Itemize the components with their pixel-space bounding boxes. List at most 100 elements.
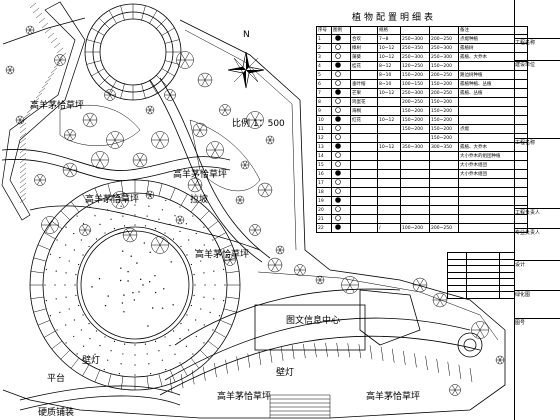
scale-label: 比例 1：500 — [232, 119, 285, 129]
plaza-dot — [99, 223, 101, 225]
plaza-ray — [190, 357, 200, 369]
tree-branch — [242, 164, 246, 169]
plaza-dot — [82, 223, 85, 225]
tree-branch — [7, 69, 11, 74]
schedule-cell: 21 — [316, 214, 332, 225]
tree-branch — [177, 219, 181, 224]
tree-branch — [45, 217, 51, 226]
plaza-dot — [80, 239, 82, 241]
plaza-dot — [55, 298, 57, 300]
tree-branch — [201, 73, 206, 81]
plaza-dot — [190, 304, 192, 307]
tree-branch — [499, 359, 503, 364]
plaza-dot — [75, 294, 77, 297]
garden-path-4 — [149, 79, 263, 263]
plaza-dot — [89, 338, 91, 340]
tree-branch — [239, 196, 243, 201]
plaza-dot — [127, 270, 129, 273]
tree-branch — [179, 219, 183, 224]
schedule-cell — [350, 214, 378, 225]
schedule-cell: 19 — [316, 196, 332, 207]
schedule-cell: 12 — [316, 133, 332, 144]
schedule-cell: 22 — [316, 223, 332, 234]
pavilion-ray — [91, 68, 105, 77]
tree-branch — [95, 159, 101, 168]
tree-branch — [204, 79, 209, 87]
tree-branch — [274, 258, 279, 266]
schedule-cell: 200~250 — [429, 34, 459, 45]
label-lamp-1: 壁灯 — [82, 356, 101, 366]
building-tick — [369, 345, 373, 360]
table-row: 17 — [316, 178, 528, 189]
schedule-cell — [400, 196, 430, 207]
plaza-ray — [37, 319, 51, 326]
plaza-dot — [104, 336, 106, 338]
plaza-ray — [207, 340, 219, 350]
legend-cell — [499, 291, 515, 299]
plaza-dot — [74, 284, 76, 286]
tree-branch — [244, 161, 248, 166]
schedule-cell — [350, 70, 378, 81]
schedule-cell: 8 — [316, 97, 332, 108]
tree-branch — [147, 194, 151, 199]
plaza-ray — [199, 210, 210, 221]
plaza-dot — [161, 209, 163, 211]
plaza-dot — [107, 359, 109, 361]
wall-hatch-line — [19, 137, 27, 144]
schedule-cell: 8~10 — [377, 70, 401, 81]
tree-branch — [139, 153, 144, 161]
pavilion-ray — [149, 80, 158, 94]
plaza-dot — [161, 307, 164, 309]
plaza-dot — [75, 273, 77, 276]
plaza-dot — [212, 239, 214, 241]
wall-hatch-line — [19, 192, 27, 199]
tree-branch — [277, 246, 281, 251]
pavilion-ray — [141, 83, 146, 99]
building-tick — [358, 344, 362, 359]
tree-branch — [452, 385, 456, 391]
plaza-dot — [151, 307, 154, 309]
plaza-dot — [223, 268, 225, 270]
plaza-dot — [218, 253, 221, 255]
wall-hatch-line — [19, 127, 27, 134]
plaza-ray — [207, 220, 219, 230]
schedule-cell: 150~200 — [400, 70, 430, 81]
plaza-dot — [148, 205, 150, 207]
title-block-row: 专业负责人 — [515, 228, 560, 236]
tree-branch — [479, 329, 485, 338]
plaza-dot — [186, 254, 188, 256]
schedule-cell — [377, 133, 401, 144]
wall-hatch-line — [19, 177, 27, 184]
wall-hatch-line — [50, 37, 58, 44]
lawn-edge-1 — [59, 104, 141, 146]
plaza-dot — [65, 272, 67, 274]
schedule-cell: 11 — [316, 124, 332, 135]
schedule-cell: 3 — [316, 52, 332, 63]
schedule-cell: 150~200 — [429, 106, 459, 117]
schedule-cell: 8~12 — [377, 61, 401, 72]
schedule-cell: 150~200 — [429, 61, 459, 72]
tree-branch — [224, 105, 228, 111]
plaza-dot — [203, 226, 205, 228]
tree-branch — [149, 106, 153, 111]
tree-branch — [317, 279, 321, 284]
tree-branch — [261, 189, 266, 197]
schedule-cell — [377, 160, 401, 171]
tree-branch — [126, 234, 131, 242]
wall-hatch-line — [19, 122, 27, 129]
plaza-dot — [59, 257, 61, 259]
tree-branch — [497, 356, 501, 361]
plaza-dot — [194, 284, 196, 286]
schedule-cell: 16 — [316, 169, 332, 180]
wall-hatch-line — [19, 142, 27, 149]
pavilion-ray — [149, 10, 158, 24]
plaza-dot — [146, 353, 148, 355]
tree-branch — [45, 224, 51, 233]
schedule-cell — [377, 205, 401, 216]
schedule-cell — [350, 124, 378, 135]
schedule-cell: 150~200 — [429, 124, 459, 135]
plaza-ray — [60, 349, 71, 360]
schedule-cell: 9 — [316, 106, 332, 117]
